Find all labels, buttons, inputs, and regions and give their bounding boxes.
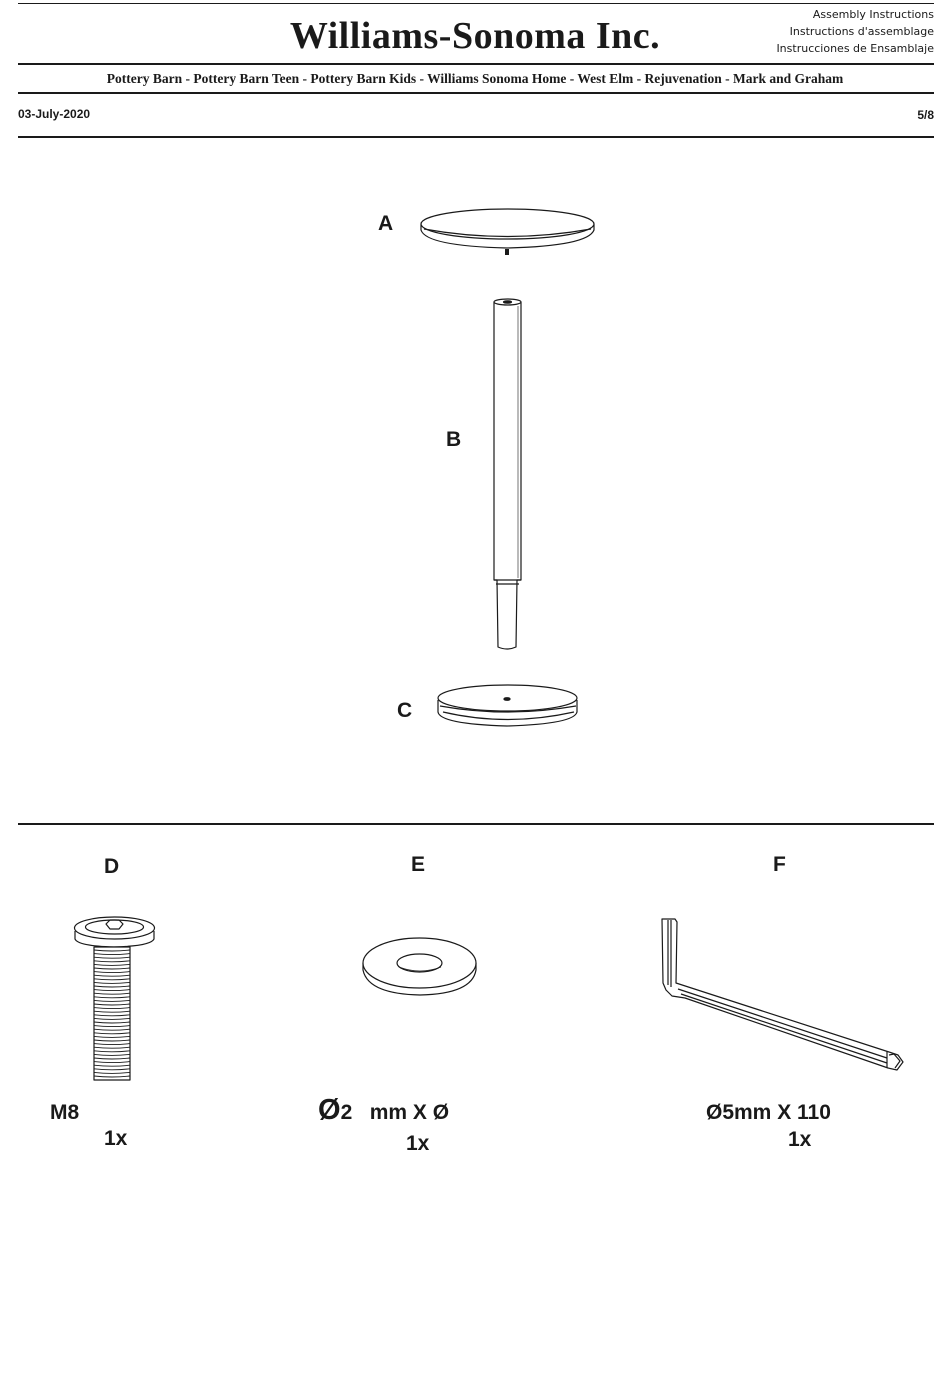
diameter-symbol: Ø bbox=[318, 1094, 341, 1126]
part-label-b: B bbox=[446, 428, 461, 452]
washer-qty: 1x bbox=[406, 1132, 429, 1156]
bolt-spec: M8 bbox=[50, 1101, 79, 1125]
pole-illustration bbox=[494, 299, 521, 649]
washer-spec-text: 2 mm X Ø bbox=[341, 1101, 450, 1124]
part-label-f: F bbox=[773, 853, 786, 877]
allen-key-spec: Ø5mm X 110 bbox=[706, 1101, 831, 1125]
tabletop-illustration bbox=[421, 209, 594, 255]
allen-key-qty: 1x bbox=[788, 1128, 811, 1152]
part-label-a: A bbox=[378, 212, 393, 236]
part-label-c: C bbox=[397, 699, 412, 723]
base-illustration bbox=[438, 685, 577, 726]
washer-spec: Ø2 mm X Ø bbox=[318, 1094, 449, 1127]
part-label-d: D bbox=[104, 855, 119, 879]
allen-key-illustration bbox=[662, 919, 903, 1070]
bolt-qty: 1x bbox=[104, 1127, 127, 1151]
bolt-illustration bbox=[75, 917, 155, 1080]
washer-illustration bbox=[363, 938, 476, 995]
part-label-e: E bbox=[411, 853, 425, 877]
